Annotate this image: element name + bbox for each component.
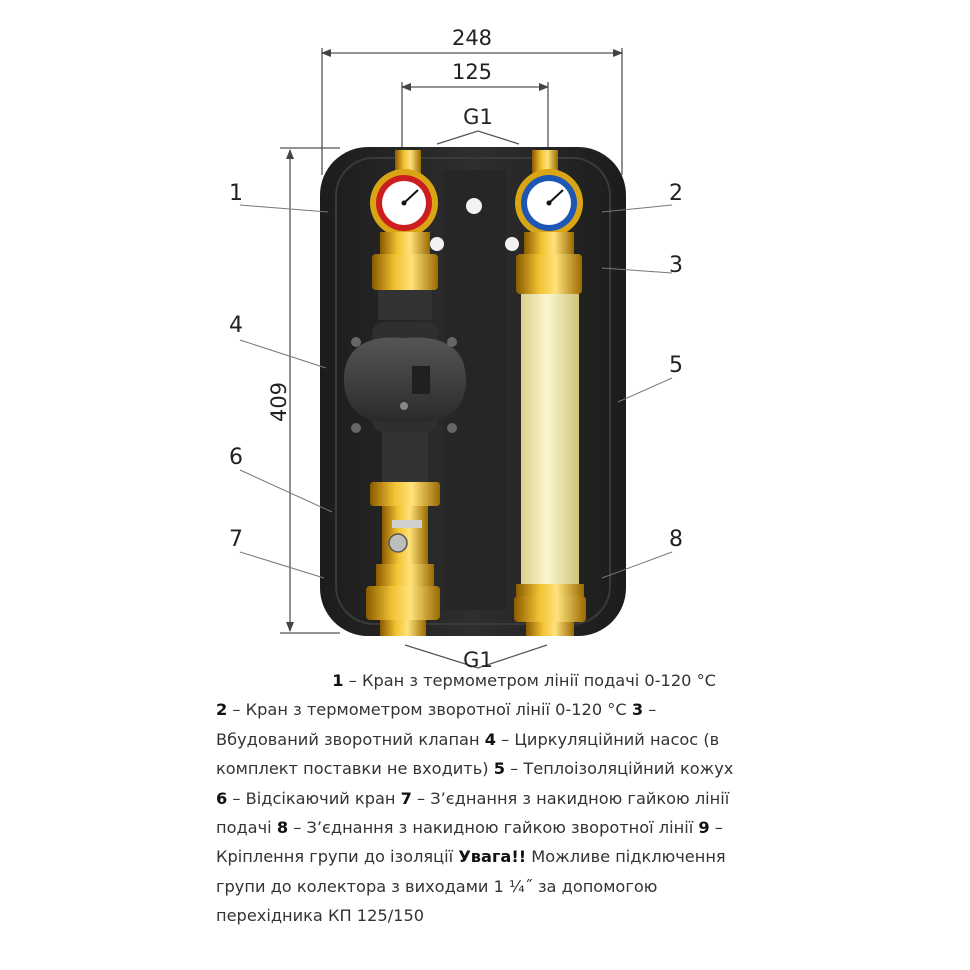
legend-number: 3	[631, 700, 644, 720]
legend-item-8: 8 – З’єднання з накидною гайкою зворотно…	[277, 818, 699, 837]
height-total-label: 409	[267, 382, 291, 422]
callout-4: 4	[229, 313, 243, 338]
legend-text: – З’єднання з накидною гайкою лінії пода…	[216, 788, 730, 838]
legend-number: 2	[216, 700, 228, 720]
width-inner-label: 125	[452, 60, 492, 84]
callout-leaders	[239, 204, 673, 579]
thermometer-gauge-icon	[515, 169, 583, 237]
legend-text: – Циркуляційний насос (в комплект постав…	[216, 729, 720, 779]
legend-number: 1	[332, 671, 344, 690]
legend-text: – Відсікаючий кран	[227, 788, 401, 808]
legend-text: – Вбудований зворотний клапан	[216, 700, 657, 749]
mounting-hole	[466, 198, 482, 214]
callout-1: 1	[229, 181, 243, 206]
return-line	[514, 150, 586, 636]
ball-valve-icon	[382, 506, 428, 564]
mounting-hole	[505, 237, 519, 251]
check-valve-icon	[516, 254, 582, 294]
legend-number: 4	[484, 729, 496, 749]
legend: 1 – Кран з термометром лінії подачі 0-12…	[216, 666, 736, 931]
legend-item-1: 1 – Кран з термометром лінії подачі 0-12…	[216, 666, 736, 695]
callout-8: 8	[669, 527, 683, 552]
warning-text: Можливе підключення групи до колектора з…	[216, 847, 726, 926]
callout-5: 5	[669, 353, 683, 378]
warning-note: Увага!! Можливе підключення групи до кол…	[216, 847, 726, 925]
union-nut-icon	[514, 596, 586, 636]
legend-text: – З’єднання з накидною гайкою зворотної …	[288, 818, 699, 838]
mounting-hole	[430, 237, 444, 251]
legend-item-2: 2 – Кран з термометром зворотної лінії 0…	[216, 700, 632, 719]
legend-item-4: 4 – Циркуляційний насос (в комплект пост…	[216, 730, 719, 778]
legend-text: – Кріплення групи до ізоляції	[216, 818, 723, 867]
legend-text: – Кран з термометром зворотної лінії 0-1…	[227, 700, 632, 720]
legend-item-7: 7 – З’єднання з накидною гайкою лінії по…	[216, 789, 729, 837]
callout-3: 3	[669, 253, 683, 278]
legend-text: – Теплоізоляційний кожух	[504, 759, 734, 779]
width-total-label: 248	[452, 26, 492, 50]
legend-number: 9	[698, 818, 710, 838]
union-nut-icon	[366, 586, 440, 636]
callout-2: 2	[669, 181, 683, 206]
legend-item-6: 6 – Відсікаючий кран	[216, 789, 401, 808]
legend-number: 7	[400, 788, 412, 808]
pump-group-diagram: 248 125 409 G1 G1	[229, 26, 683, 672]
supply-line	[344, 150, 466, 636]
dimension-lines	[280, 48, 623, 669]
legend-text: – Кран з термометром лінії подачі 0-120 …	[343, 671, 716, 690]
thermometer-gauge-icon	[370, 169, 438, 237]
warning-label: Увага!!	[458, 847, 527, 867]
legend-item-5: 5 – Теплоізоляційний кожух	[494, 759, 734, 778]
legend-item-3: 3 – Вбудований зворотний клапан	[216, 700, 656, 748]
legend-number: 6	[216, 788, 228, 808]
callout-7: 7	[229, 527, 243, 552]
thread-bottom-label: G1	[463, 648, 493, 672]
circulation-pump-icon	[344, 322, 466, 433]
callout-6: 6	[229, 445, 243, 470]
legend-number: 5	[493, 759, 505, 779]
legend-item-9: 9 – Кріплення групи до ізоляції	[216, 818, 723, 866]
thread-top-label: G1	[463, 105, 493, 129]
legend-number: 8	[276, 818, 289, 838]
